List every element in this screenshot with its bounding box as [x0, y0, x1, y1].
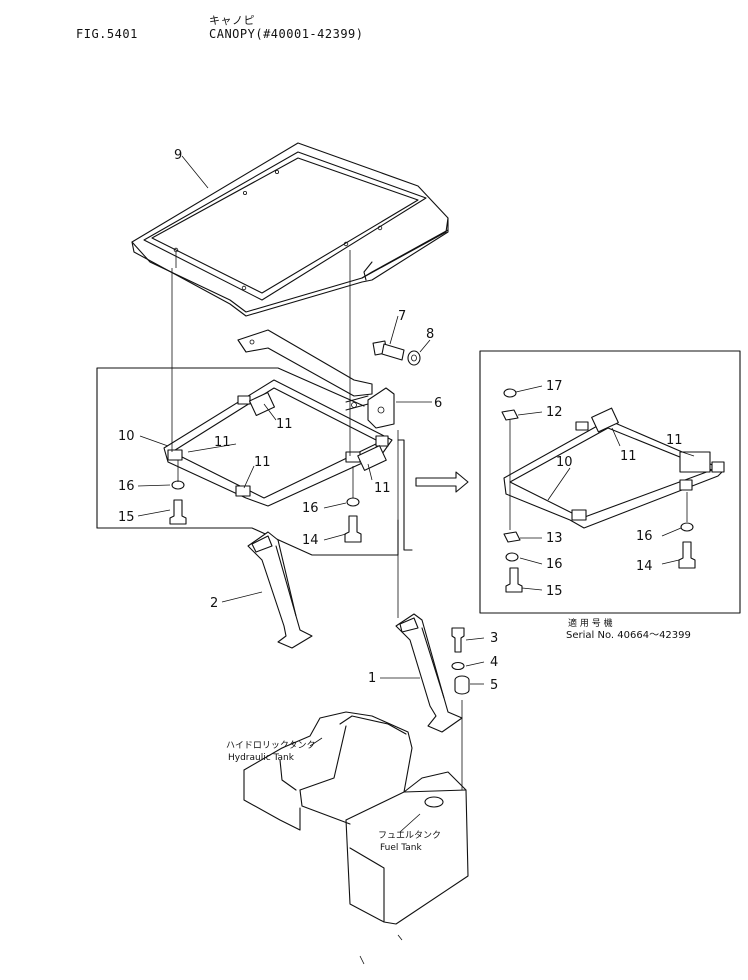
dashed-alignment-lines	[171, 250, 463, 790]
callout-1: 1	[368, 671, 376, 686]
inset-box	[479, 350, 741, 614]
callout-4: 4	[490, 655, 498, 670]
washer-8	[407, 350, 421, 366]
inset-callout-12: 12	[546, 405, 563, 420]
post-1	[395, 613, 463, 733]
callout-11d: 11	[374, 481, 391, 496]
hydraulic-tank-label-jp: ハイドロリックタンク	[226, 740, 315, 751]
callout-16a: 16	[118, 479, 135, 494]
inset-callout-11b: 11	[666, 433, 683, 448]
bolts-15-14-main	[169, 499, 362, 543]
inset-callout-11a: 11	[620, 449, 637, 464]
washers-16-main	[171, 480, 360, 507]
inset-callout-10: 10	[556, 455, 573, 470]
spacer-5	[454, 675, 470, 695]
figure-title: CANOPY(#40001-42399)	[209, 27, 364, 41]
callout-16b: 16	[302, 501, 319, 516]
callout-7: 7	[398, 309, 406, 324]
callout-9: 9	[174, 148, 182, 163]
callouts-main: 9 7 8 6 10 11 11 11 11 16 15 16 14 2 3 4…	[118, 148, 498, 693]
notes: ハイドロリックタンク Hydraulic Tank フュエルタンク Fuel T…	[226, 617, 691, 853]
inset-handrail	[503, 407, 725, 529]
mounting-bracket-upper	[237, 329, 373, 397]
leader-lines	[137, 155, 695, 833]
serial-label: Serial No. 40664～42399	[566, 630, 691, 641]
callout-11b: 11	[276, 417, 293, 432]
title-japanese: キャノピ	[209, 14, 255, 27]
inset-callout-15: 15	[546, 584, 563, 599]
inset-callout-14: 14	[636, 559, 653, 574]
callouts-inset: 17 12 11 11 10 13 16 16 14 15	[546, 379, 683, 599]
canopy-roof	[131, 142, 449, 317]
callout-5: 5	[490, 678, 498, 693]
callout-11a: 11	[214, 435, 231, 450]
fuel-tank-label-jp: フュエルタンク	[378, 830, 441, 841]
callout-3: 3	[490, 631, 498, 646]
callout-14a: 14	[302, 533, 319, 548]
washer-4	[451, 661, 465, 671]
inset-arrow	[415, 471, 469, 493]
callout-10: 10	[118, 429, 135, 444]
bolt-3	[451, 627, 465, 653]
callout-6: 6	[434, 396, 442, 411]
callout-11c: 11	[254, 455, 271, 470]
inset-hardware	[501, 388, 696, 593]
hydraulic-tank-label: Hydraulic Tank	[228, 753, 295, 763]
bracket-6	[345, 387, 395, 429]
callout-15a: 15	[118, 510, 135, 525]
machine-body	[243, 711, 469, 965]
callout-2: 2	[210, 596, 218, 611]
serial-label-jp: 適 用 号 機	[568, 617, 613, 629]
inset-callout-16b: 16	[636, 529, 653, 544]
inset-callout-17: 17	[546, 379, 563, 394]
bolt-7	[372, 340, 405, 361]
post-2	[247, 531, 313, 649]
fuel-tank-label: Fuel Tank	[380, 843, 423, 853]
callout-8: 8	[426, 327, 434, 342]
inset-callout-16a: 16	[546, 557, 563, 572]
figure-number: FIG.5401	[76, 27, 138, 41]
inset-callout-13: 13	[546, 531, 563, 546]
